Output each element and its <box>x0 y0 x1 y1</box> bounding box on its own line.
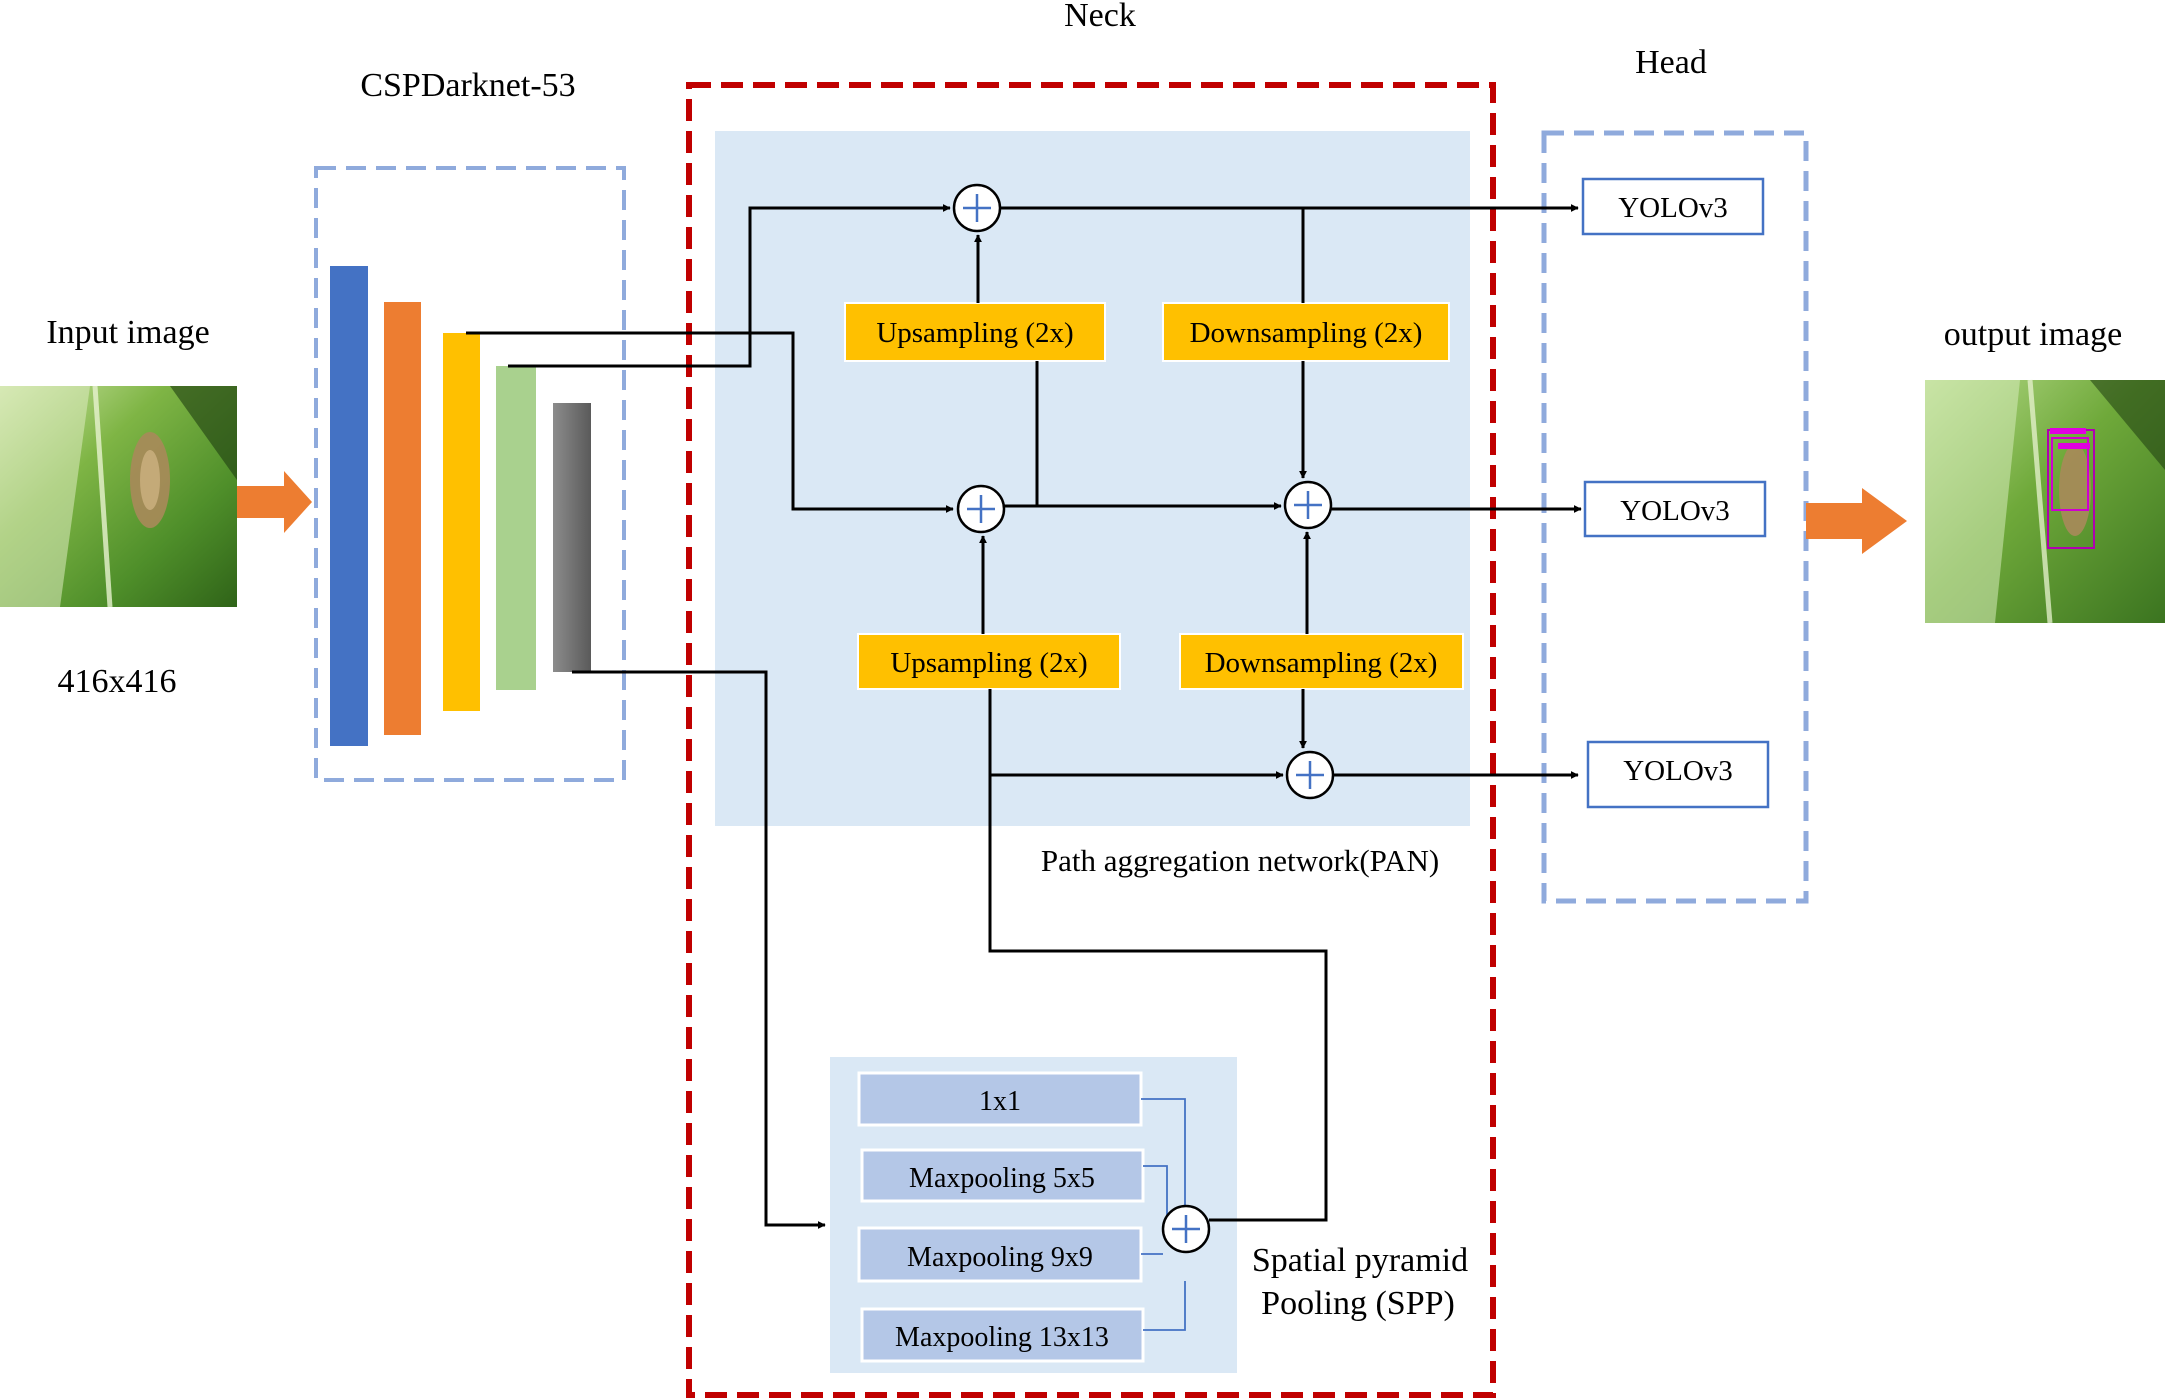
connector-layer3-to-pan <box>466 331 954 513</box>
backbone-layer-3 <box>443 333 480 711</box>
sum-node-bottom-icon <box>1285 750 1335 800</box>
spp-label-line2: Pooling (SPP) <box>1261 1285 1455 1322</box>
head-yolov3-3-label: YOLOv3 <box>1623 755 1733 787</box>
backbone-layer-5 <box>553 403 591 672</box>
backbone-layer-1 <box>330 266 368 746</box>
backbone-dashed-box <box>314 166 626 782</box>
spp-block-maxpool-13x13-label: Maxpooling 13x13 <box>895 1322 1109 1353</box>
spp-label-line1: Spatial pyramid <box>1252 1242 1468 1279</box>
input-image <box>0 385 237 608</box>
output-image-label: output image <box>1944 316 2122 353</box>
downsampling-top-label: Downsampling (2x) <box>1190 317 1423 349</box>
connector-spp-to-pan <box>988 689 1328 1222</box>
sum-node-middle-left-icon <box>956 484 1006 534</box>
connector-layer5-to-spp <box>572 670 826 1229</box>
neck-dashed-box <box>686 82 1496 1398</box>
backbone-layer-2 <box>384 302 421 735</box>
head-yolov3-2-block <box>1583 480 1767 538</box>
head-title: Head <box>1635 44 1707 81</box>
neck-title: Neck <box>1064 0 1136 34</box>
input-image-label: Input image <box>46 314 209 351</box>
head-yolov3-2-label: YOLOv3 <box>1620 495 1730 527</box>
head-yolov3-1-label: YOLOv3 <box>1618 192 1728 224</box>
upsampling-bottom-block <box>857 633 1121 690</box>
downsampling-top-block <box>1162 302 1450 362</box>
connector-layer4-to-pan <box>508 204 951 368</box>
spp-block-1x1-label: 1x1 <box>979 1086 1021 1117</box>
spp-block-maxpool-9x9-label: Maxpooling 9x9 <box>907 1242 1093 1273</box>
sum-node-middle-right-icon <box>1283 480 1333 530</box>
output-arrow-icon <box>1806 488 1907 554</box>
spp-block-maxpool-5x5-label: Maxpooling 5x5 <box>909 1163 1095 1194</box>
spp-block-maxpool-13x13 <box>860 1307 1145 1363</box>
head-yolov3-1-block <box>1581 177 1765 236</box>
downsampling-bottom-block <box>1179 633 1464 690</box>
pan-background <box>715 131 1470 826</box>
spp-block-maxpool-5x5 <box>860 1148 1145 1203</box>
backbone-title: CSPDarknet-53 <box>360 67 575 104</box>
connection-lines <box>466 204 1582 1229</box>
sum-node-top-icon <box>952 183 1002 233</box>
spp-block-maxpool-9x9 <box>857 1226 1143 1283</box>
backbone-layer-4 <box>496 366 536 690</box>
input-size-label: 416x416 <box>58 663 177 700</box>
upsampling-top-block <box>844 302 1106 362</box>
upsampling-bottom-label: Upsampling (2x) <box>890 647 1087 679</box>
output-image <box>1925 379 2165 624</box>
head-yolov3-3-block <box>1586 740 1770 809</box>
input-arrow-icon <box>237 471 312 533</box>
upsampling-top-label: Upsampling (2x) <box>876 317 1073 349</box>
downsampling-bottom-label: Downsampling (2x) <box>1205 647 1438 679</box>
spp-sum-node-icon <box>1161 1204 1211 1254</box>
spp-connectors <box>1141 1098 1186 1331</box>
pan-label: Path aggregation network(PAN) <box>1041 843 1439 878</box>
